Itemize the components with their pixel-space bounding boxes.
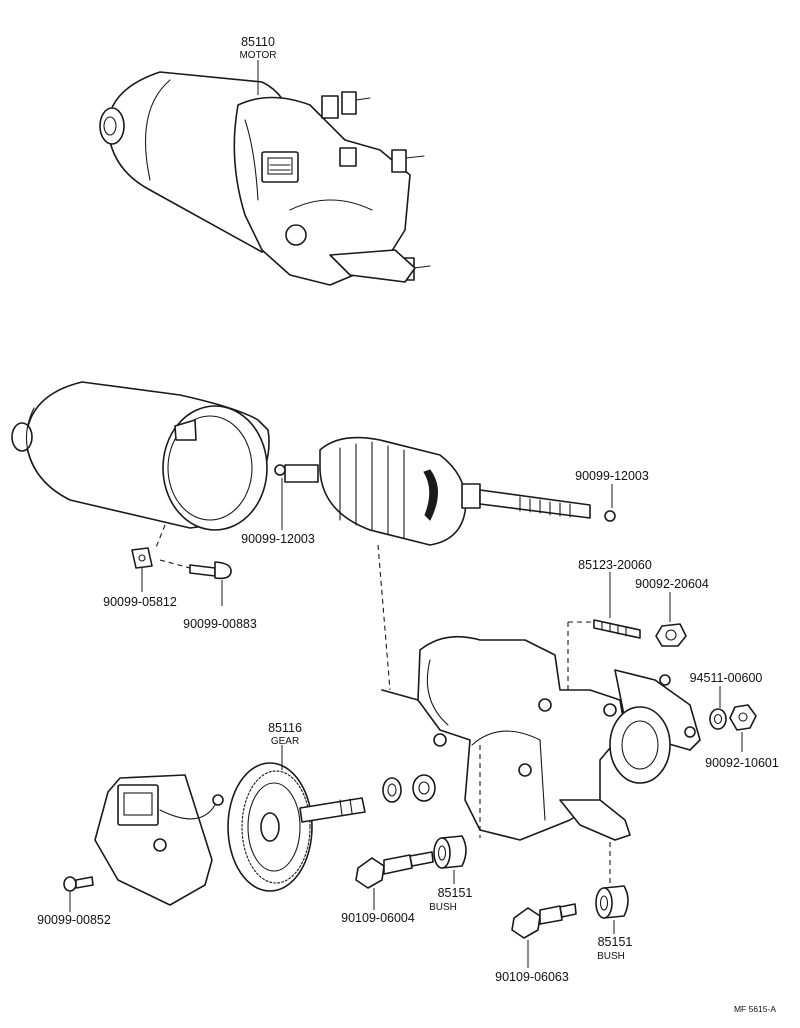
cover-screw	[63, 876, 94, 892]
label-bush-lower-number: 85151	[598, 935, 633, 949]
label-bush-upper-name: BUSH	[429, 902, 457, 913]
label-gear-name: GEAR	[271, 736, 299, 747]
label-motor-number: 85110	[241, 35, 275, 49]
bolt-lower	[511, 903, 577, 939]
assembly-lines	[154, 524, 611, 886]
label-stud: 85123-20060	[578, 558, 652, 572]
label-washer-side: 94511-00600	[690, 671, 763, 685]
armature	[274, 436, 616, 546]
motor-assembly	[99, 71, 431, 286]
stud-and-fasteners	[593, 619, 757, 731]
bush-lower	[595, 885, 629, 919]
label-bush-lower-name: BUSH	[597, 951, 625, 962]
figure-code: MF 5615-A	[734, 1004, 776, 1014]
leader-lines	[69, 60, 743, 968]
gear-wheel	[227, 762, 366, 892]
label-ball-left: 90099-12003	[241, 532, 315, 546]
label-ball-right: 90099-12003	[575, 469, 649, 483]
label-nut-side: 90092-10601	[705, 756, 779, 770]
label-screw-cover: 90099-00852	[37, 913, 111, 927]
label-bolt-upper: 90109-06004	[341, 911, 415, 925]
bush-upper	[433, 835, 467, 869]
yoke-fasteners	[131, 547, 232, 580]
label-nut-stud: 90092-20604	[635, 577, 709, 591]
spacers	[382, 774, 436, 803]
label-bolt-lower: 90109-06063	[495, 970, 569, 984]
bolt-upper	[355, 851, 434, 889]
gear-housing	[381, 635, 701, 841]
yoke-housing	[11, 381, 270, 531]
label-gear-number: 85116	[268, 721, 302, 735]
label-nut-plate: 90099-05812	[103, 595, 177, 609]
label-screw-housing: 90099-00883	[183, 617, 257, 631]
label-motor-name: MOTOR	[239, 50, 276, 61]
cover-plate	[94, 774, 224, 906]
label-bush-upper-number: 85151	[438, 886, 473, 900]
